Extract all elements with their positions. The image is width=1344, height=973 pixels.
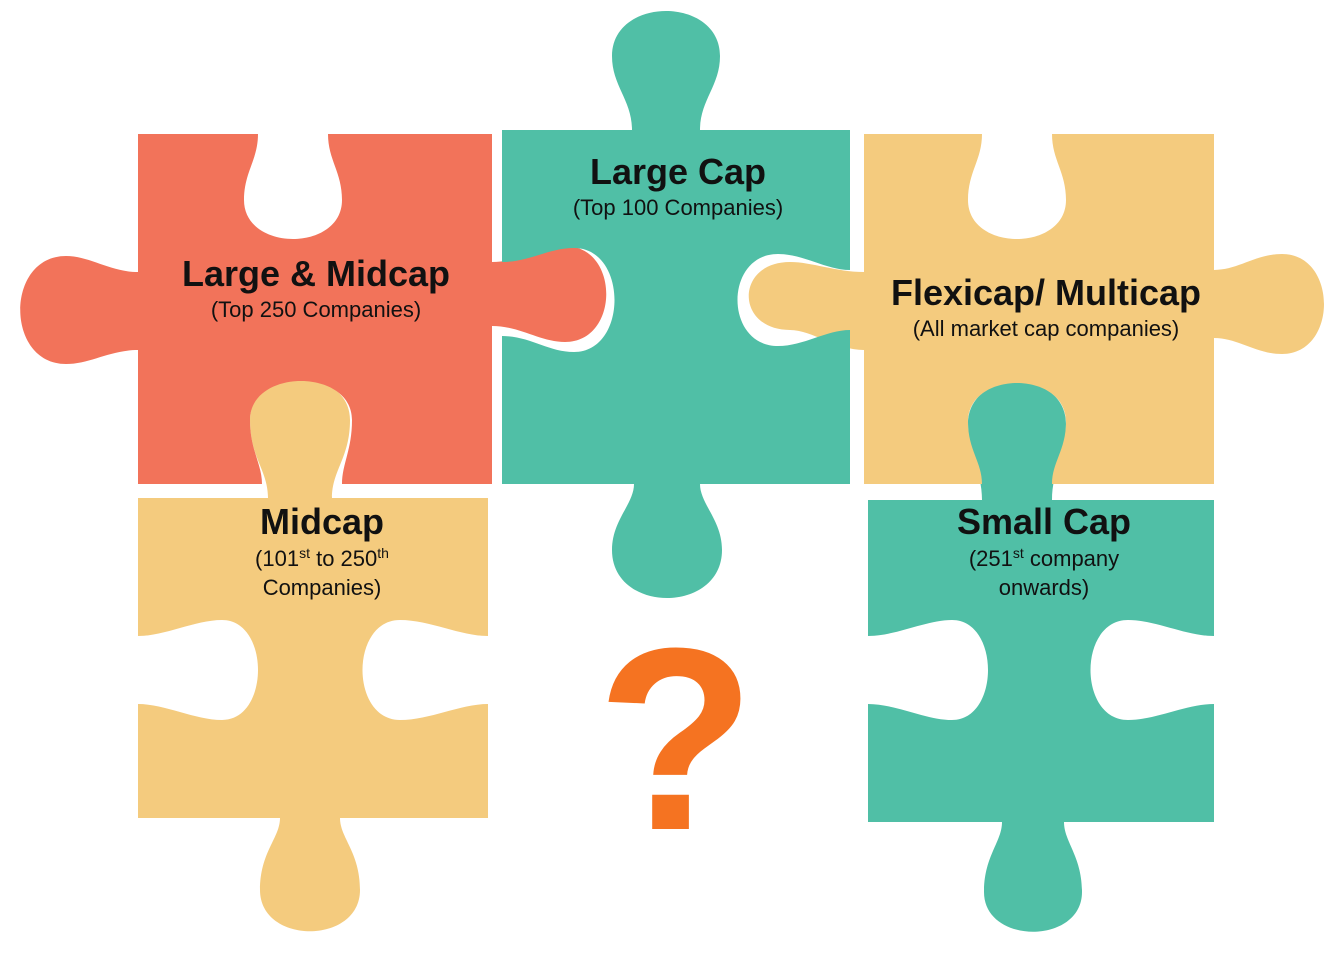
midcap-title: Midcap bbox=[259, 501, 384, 542]
flexicap-multicap-piece bbox=[748, 134, 1324, 484]
large-cap-title: Large Cap bbox=[589, 151, 767, 192]
small-cap-subtitle-line1: (251st company bbox=[957, 545, 1131, 572]
large-midcap-piece bbox=[20, 134, 607, 484]
flexicap-multicap-subtitle: (All market cap companies) bbox=[912, 316, 1180, 342]
large-cap-piece bbox=[502, 11, 850, 598]
midcap-sub-sup1: st bbox=[299, 545, 310, 562]
large-midcap-label: Large & Midcap (Top 250 Companies) bbox=[182, 252, 450, 324]
large-cap-label: Large Cap (Top 100 Companies) bbox=[573, 150, 783, 222]
question-mark: ? bbox=[596, 595, 756, 885]
large-midcap-subtitle: (Top 250 Companies) bbox=[210, 297, 422, 323]
flexicap-multicap-label: Flexicap/ Multicap (All market cap compa… bbox=[891, 271, 1201, 343]
small-cap-subtitle-line2: onwards) bbox=[998, 574, 1090, 600]
midcap-subtitle-line2: Companies) bbox=[262, 574, 382, 600]
large-cap-subtitle: (Top 100 Companies) bbox=[572, 195, 784, 221]
midcap-sub-prefix: (101 bbox=[255, 546, 300, 572]
midcap-sub-mid: to 250 bbox=[309, 546, 378, 572]
midcap-label: Midcap (101st to 250th Companies) bbox=[255, 500, 389, 601]
small-cap-piece bbox=[868, 382, 1214, 932]
large-midcap-title: Large & Midcap bbox=[181, 253, 451, 294]
small-cap-label: Small Cap (251st company onwards) bbox=[957, 500, 1131, 601]
small-cap-sub-mid: company bbox=[1023, 546, 1120, 572]
small-cap-title: Small Cap bbox=[956, 501, 1132, 542]
midcap-sub-sup2: th bbox=[377, 545, 389, 562]
small-cap-sub-prefix: (251 bbox=[968, 546, 1013, 572]
midcap-piece bbox=[138, 378, 488, 932]
midcap-subtitle-line1: (101st to 250th bbox=[255, 545, 389, 572]
flexicap-multicap-title: Flexicap/ Multicap bbox=[890, 272, 1202, 313]
small-cap-sub-sup1: st bbox=[1012, 545, 1024, 562]
